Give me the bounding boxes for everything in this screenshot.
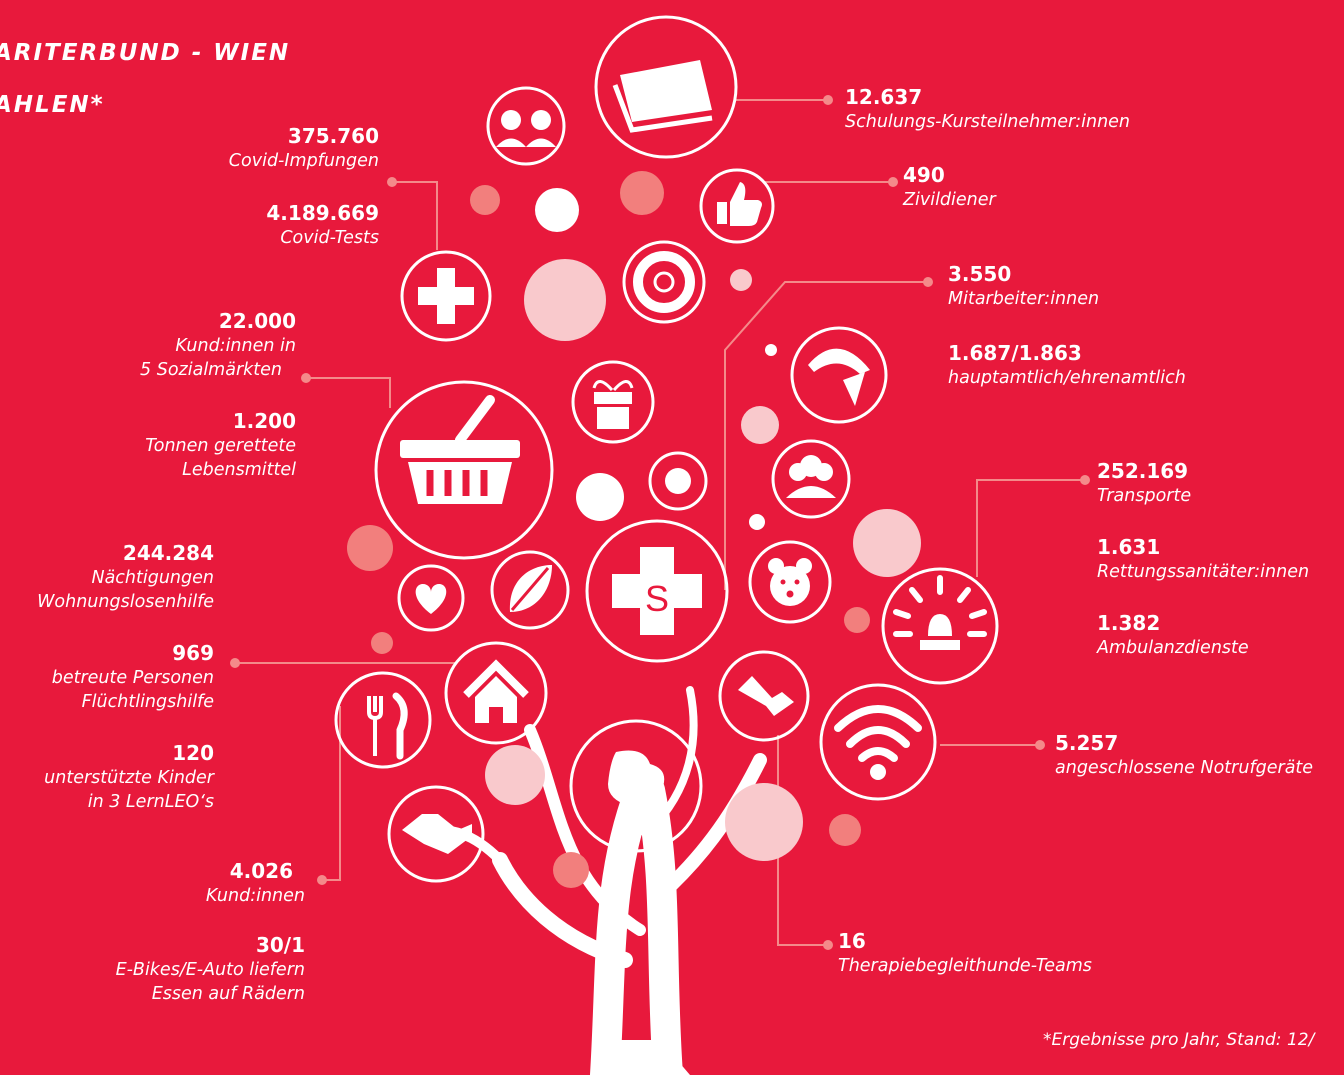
tree-trunk xyxy=(425,686,767,1075)
medical-cross-icon xyxy=(400,250,492,342)
stat-betreute-personen: 969 betreute Personen Flüchtlingshilfe xyxy=(0,640,214,714)
connector-lines xyxy=(235,99,1085,946)
children-icon xyxy=(486,86,566,166)
stat-label: Kund:innen in xyxy=(175,336,296,356)
stat-value: 12.637 xyxy=(845,85,923,109)
house-icon xyxy=(444,641,548,745)
stat-value: 490 xyxy=(903,163,945,187)
stat-label: Rettungssanitäter:innen xyxy=(1097,562,1310,582)
stat-label: betreute Personen xyxy=(51,668,214,688)
stat-value: 120 xyxy=(172,741,214,765)
gift-icon xyxy=(571,360,655,444)
stat-value: 4.026 xyxy=(229,859,293,883)
handshake-icon xyxy=(387,785,485,883)
stat-zivildiener: 490 Zivildiener xyxy=(903,162,1333,212)
stat-rettungssanitaeter: 1.631 Rettungssanitäter:innen xyxy=(1097,534,1342,584)
thumbs-up-icon xyxy=(699,168,775,244)
stat-label: Essen auf Rädern xyxy=(151,984,305,1004)
stat-value: 969 xyxy=(172,641,214,665)
stat-notruf: 5.257 angeschlossene Notrufgeräte xyxy=(1055,730,1343,780)
stat-label: E-Bikes/E-Auto liefern xyxy=(115,960,305,980)
stat-label: Transporte xyxy=(1097,486,1192,506)
stat-naechtigungen: 244.284 Nächtigungen Wohnungslosenhilfe xyxy=(0,540,214,614)
stat-value: 252.169 xyxy=(1097,459,1189,483)
footnote: *Ergebnisse pro Jahr, Stand: 12/ xyxy=(1043,1030,1315,1050)
page-title-line2: AHLEN* xyxy=(0,92,105,118)
page-title-line1: ARITERBUND - WIEN xyxy=(0,40,291,66)
stat-label: Ambulanzdienste xyxy=(1097,638,1249,658)
stat-lebensmittel: 1.200 Tonnen gerettete Lebensmittel xyxy=(0,408,296,482)
stat-value: 30/1 xyxy=(255,933,305,957)
teddy-bear-icon xyxy=(748,540,832,624)
signal-icon xyxy=(819,683,937,801)
stat-value: 1.631 xyxy=(1097,535,1161,559)
stat-label: Covid-Impfungen xyxy=(228,151,379,171)
helmet-icon xyxy=(790,326,888,424)
stat-ebikes: 30/1 E-Bikes/E-Auto liefern Essen auf Rä… xyxy=(0,932,305,1006)
cutlery-icon xyxy=(334,671,432,769)
stat-value: 16 xyxy=(838,929,866,953)
stat-value: 244.284 xyxy=(122,541,214,565)
stat-label: Nächtigungen xyxy=(91,568,214,588)
stat-label: Therapiebegleithunde-Teams xyxy=(838,956,1092,976)
heart-icon xyxy=(397,564,465,632)
book-icon xyxy=(594,15,738,159)
stat-label: Flüchtlingshilfe xyxy=(81,692,214,712)
stat-label: unterstützte Kinder xyxy=(44,768,214,788)
stat-value: 5.257 xyxy=(1055,731,1119,755)
stat-covid-tests: 4.189.669 Covid-Tests xyxy=(0,200,379,250)
stat-hauptamtlich: 1.687/1.863 hauptamtlich/ehrenamtlich xyxy=(948,340,1338,390)
stat-value: 1.200 xyxy=(232,409,296,433)
stat-therapie: 16 Therapiebegleithunde-Teams xyxy=(838,928,1318,978)
stat-kundinnen-sozialmarkt: 22.000 Kund:innen in 5 Sozialmärkten xyxy=(0,308,296,382)
stat-label: Schulungs-Kursteilnehmer:innen xyxy=(845,112,1131,132)
stat-label: Lebensmittel xyxy=(182,460,296,480)
stat-transporte: 252.169 Transporte xyxy=(1097,458,1342,508)
emblem-letter: S xyxy=(645,578,669,619)
stat-label: Kund:innen xyxy=(205,886,305,906)
stat-schulungen: 12.637 Schulungs-Kursteilnehmer:innen xyxy=(845,84,1335,134)
leaf-icon xyxy=(490,550,570,630)
stat-value: 1.687/1.863 xyxy=(948,341,1082,365)
stat-label: 5 Sozialmärkten xyxy=(140,360,282,380)
stat-kundinnen: 4.026 Kund:innen xyxy=(0,858,305,908)
stat-label: Zivildiener xyxy=(903,190,996,210)
stat-ambulanz: 1.382 Ambulanzdienste xyxy=(1097,610,1342,660)
stat-value: 375.760 xyxy=(287,124,379,148)
stat-label: in 3 LernLEO‘s xyxy=(87,792,214,812)
stat-label: hauptamtlich/ehrenamtlich xyxy=(948,368,1186,388)
stat-value: 4.189.669 xyxy=(266,201,379,225)
record-icon xyxy=(648,451,708,511)
decorative-bubbles xyxy=(347,171,921,888)
lifebuoy-icon xyxy=(622,240,706,324)
stat-value: 22.000 xyxy=(218,309,296,333)
stat-label: Mitarbeiter:innen xyxy=(948,289,1100,309)
stat-label: angeschlossene Notrufgeräte xyxy=(1055,758,1314,778)
stat-covid-impfungen: 375.760 Covid-Impfungen xyxy=(0,123,379,173)
globe-icon xyxy=(569,719,703,853)
stat-kinder: 120 unterstützte Kinder in 3 LernLEO‘s xyxy=(0,740,214,814)
dog-icon xyxy=(718,650,810,742)
stat-mitarbeiter: 3.550 Mitarbeiter:innen xyxy=(948,261,1338,311)
samariter-cross-icon xyxy=(585,519,729,663)
stat-label: Wohnungslosenhilfe xyxy=(37,592,214,612)
stat-label: Tonnen gerettete xyxy=(145,436,296,456)
connector-dots xyxy=(230,95,1090,950)
stat-label: Covid-Tests xyxy=(280,228,379,248)
siren-icon xyxy=(881,567,999,685)
stat-value: 3.550 xyxy=(948,262,1012,286)
stat-value: 1.382 xyxy=(1097,611,1161,635)
group-icon xyxy=(771,439,851,519)
shopping-basket-icon xyxy=(374,380,554,560)
